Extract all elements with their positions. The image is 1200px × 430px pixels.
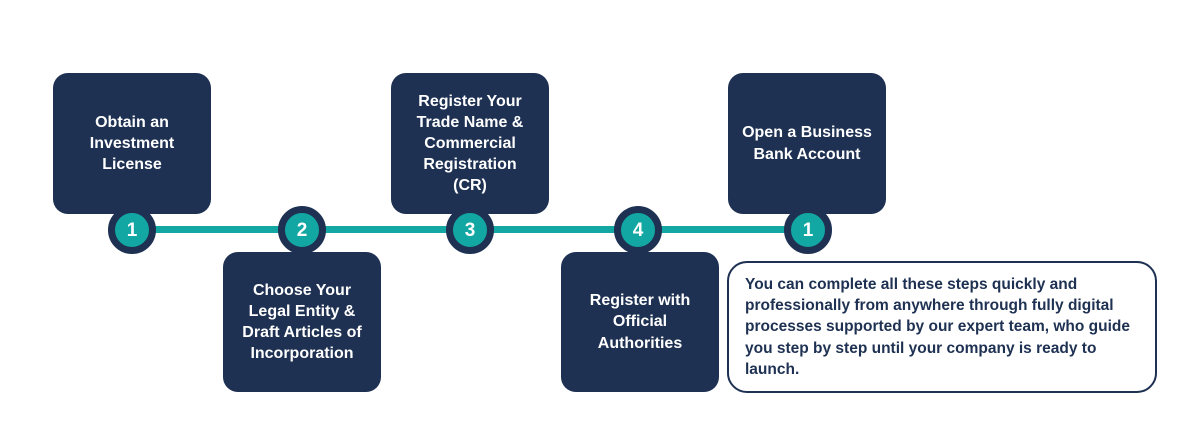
step-marker-5: 1 (784, 206, 832, 254)
step-marker-3: 3 (446, 206, 494, 254)
step-label-3: Register Your Trade Name & Commercial Re… (416, 92, 524, 195)
step-number-3: 3 (464, 219, 476, 241)
step-label-4: Register with Official Authorities (589, 292, 691, 352)
step-box-5: Open a Business Bank Account (728, 73, 886, 214)
step-box-1: Obtain an Investment License (53, 73, 211, 214)
step-number-5: 1 (802, 219, 814, 241)
note-box: You can complete all these steps quickly… (727, 261, 1157, 393)
step-label-5: Open a Business Bank Account (742, 124, 872, 163)
step-label-1: Obtain an Investment License (89, 113, 175, 174)
step-box-2: Choose Your Legal Entity & Draft Article… (223, 252, 381, 392)
step-number-4: 4 (632, 219, 644, 241)
note-text: You can complete all these steps quickly… (745, 275, 1131, 379)
step-number-1: 1 (126, 219, 138, 241)
step-label-2: Choose Your Legal Entity & Draft Article… (242, 281, 362, 363)
step-box-4: Register with Official Authorities (561, 252, 719, 392)
step-box-3: Register Your Trade Name & Commercial Re… (391, 73, 549, 214)
step-marker-2: 2 (278, 206, 326, 254)
step-marker-4: 4 (614, 206, 662, 254)
step-marker-1: 1 (108, 206, 156, 254)
step-number-2: 2 (296, 219, 308, 241)
